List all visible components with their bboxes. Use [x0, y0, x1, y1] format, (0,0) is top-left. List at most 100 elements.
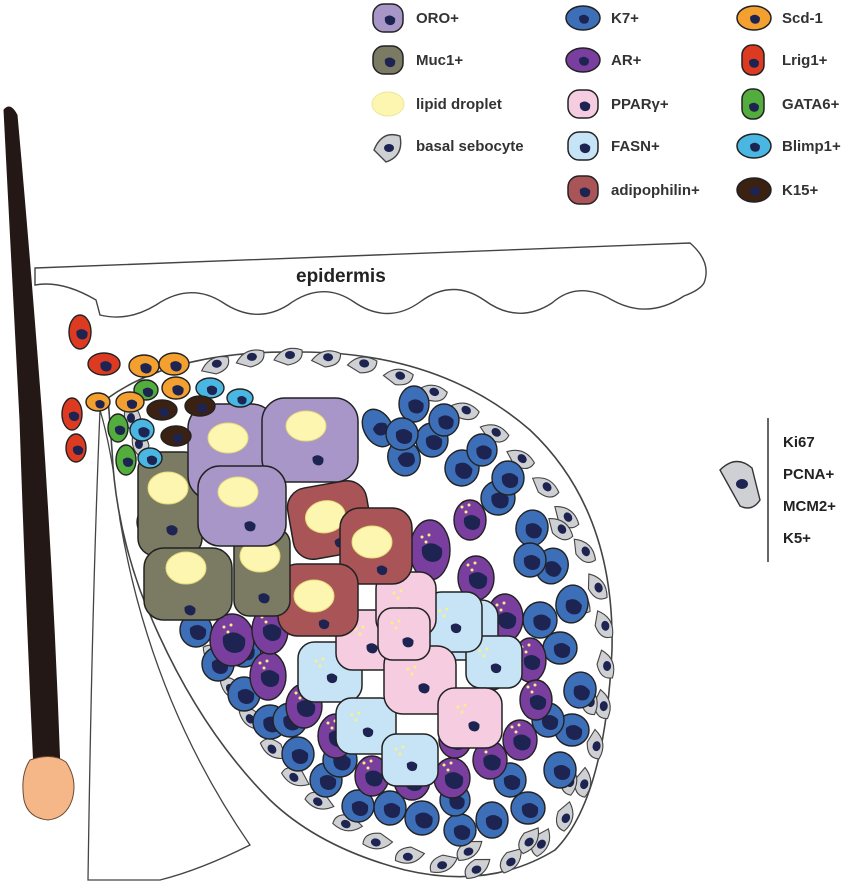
blimp1-cell: [195, 377, 225, 399]
cell-nucleus: [291, 748, 309, 764]
cell-nucleus: [100, 361, 112, 372]
cell-nucleus: [553, 642, 571, 658]
cell-nucleus: [258, 593, 270, 604]
cell-nucleus: [444, 772, 464, 789]
lipid-dot: [262, 666, 266, 670]
cell-nucleus: [196, 403, 208, 413]
lipid-dot: [318, 664, 322, 668]
cell-nucleus: [76, 329, 88, 340]
lipid-dot: [467, 503, 471, 507]
lipid-dot: [394, 747, 398, 751]
hair-shaft: [3, 106, 61, 771]
legend-swatch-adipophilin: [567, 175, 599, 205]
cell-nucleus: [142, 387, 154, 397]
lipid-dot: [438, 609, 442, 613]
ar-cell: [453, 499, 487, 541]
cell-nucleus: [750, 186, 760, 196]
gata6-cell: [115, 444, 137, 476]
lrig1-cell: [68, 314, 92, 350]
scd1-cell: [161, 376, 191, 400]
lipid-dot: [484, 750, 488, 754]
basal-sebocyte-cell: [382, 368, 414, 386]
k7-cell: [543, 751, 577, 789]
lipid-dot: [354, 627, 358, 631]
ar-cell: [519, 679, 553, 721]
legend-label-adipophilin: adipophilin+: [611, 182, 700, 199]
lrig1-cell: [61, 397, 83, 431]
legend-label-muc1: Muc1+: [416, 52, 463, 69]
cell-nucleus: [579, 101, 591, 112]
lipid-droplet: [147, 471, 189, 505]
lipid-dot: [298, 696, 302, 700]
k7-cell: [428, 403, 460, 437]
lipid-dot: [499, 608, 503, 612]
lipid-dot: [358, 632, 362, 636]
basal-sebocyte-cell: [429, 854, 459, 873]
lipid-dot: [321, 657, 325, 661]
ar-cell: [502, 719, 538, 761]
epidermis-layer: [34, 242, 707, 318]
legend-label-oro: ORO+: [416, 10, 459, 27]
basal-sebocyte-cell: [594, 610, 614, 639]
legend-label-blimp1: Blimp1+: [782, 138, 841, 155]
basal-sebocyte-cell: [416, 384, 448, 402]
k7-cell: [341, 789, 375, 823]
adipophilin-cell: [339, 507, 413, 585]
legend-item-ppar: PPARγ+: [567, 89, 669, 119]
scd1-cell: [85, 392, 111, 412]
lipid-dot: [495, 603, 499, 607]
basal-sebocyte-cell: [587, 573, 608, 600]
k7-cell: [398, 385, 430, 423]
muc1-cell: [143, 547, 233, 621]
k7-cell: [491, 460, 525, 496]
cell-nucleus: [402, 637, 414, 648]
cell-nucleus: [463, 514, 481, 530]
oro-cell: [197, 465, 287, 547]
basal-sebocyte-cell: [449, 402, 480, 421]
cell-nucleus: [523, 554, 541, 570]
k7-cell: [475, 801, 509, 839]
legend-item-oro: ORO+: [372, 3, 459, 33]
legend-label-lipid: lipid droplet: [416, 96, 502, 113]
fasn-cell: [465, 635, 523, 689]
basal-sebocyte-cell: [555, 801, 574, 832]
legend-item-k7: K7+: [565, 5, 639, 31]
lipid-dot: [399, 589, 403, 593]
basal-sebocyte-cell: [596, 649, 615, 679]
basal-sebocyte-cell: [586, 728, 604, 760]
legend-label-k7: K7+: [611, 10, 639, 27]
lipid-dot: [470, 568, 474, 572]
cell-nucleus: [158, 407, 170, 417]
cell-nucleus: [237, 396, 247, 405]
cell-nucleus: [525, 523, 542, 539]
lipid-dot: [514, 730, 518, 734]
cell-nucleus: [450, 623, 462, 634]
lipid-dot: [473, 561, 477, 565]
basal-sebocyte-cell: [573, 538, 597, 563]
k7-cell: [404, 800, 440, 836]
lipid-dot: [482, 654, 486, 658]
cell-nucleus: [490, 663, 502, 674]
lipid-dot: [510, 725, 514, 729]
lipid-dot: [392, 591, 396, 595]
lipid-dot: [427, 533, 431, 537]
cell-nucleus: [138, 427, 150, 438]
lipid-dot: [502, 601, 506, 605]
cell-nucleus: [545, 561, 562, 577]
cell-nucleus: [529, 694, 547, 710]
legend-item-adipophilin: adipophilin+: [567, 175, 700, 205]
cell-nucleus: [312, 455, 324, 466]
fasn-cell: [381, 733, 439, 787]
stem-cell-cluster: [61, 314, 254, 476]
cell-nucleus: [170, 361, 182, 372]
legend-swatch-ar: [565, 47, 601, 73]
cell-nucleus: [365, 770, 383, 787]
cell-nucleus: [523, 654, 541, 670]
lipid-dot: [357, 711, 361, 715]
legend-item-muc1: Muc1+: [372, 45, 463, 75]
lipid-dot: [485, 647, 489, 651]
cell-nucleus: [521, 802, 539, 818]
cell-nucleus: [449, 795, 465, 810]
scd1-cell: [115, 391, 145, 413]
cell-nucleus: [384, 15, 396, 26]
